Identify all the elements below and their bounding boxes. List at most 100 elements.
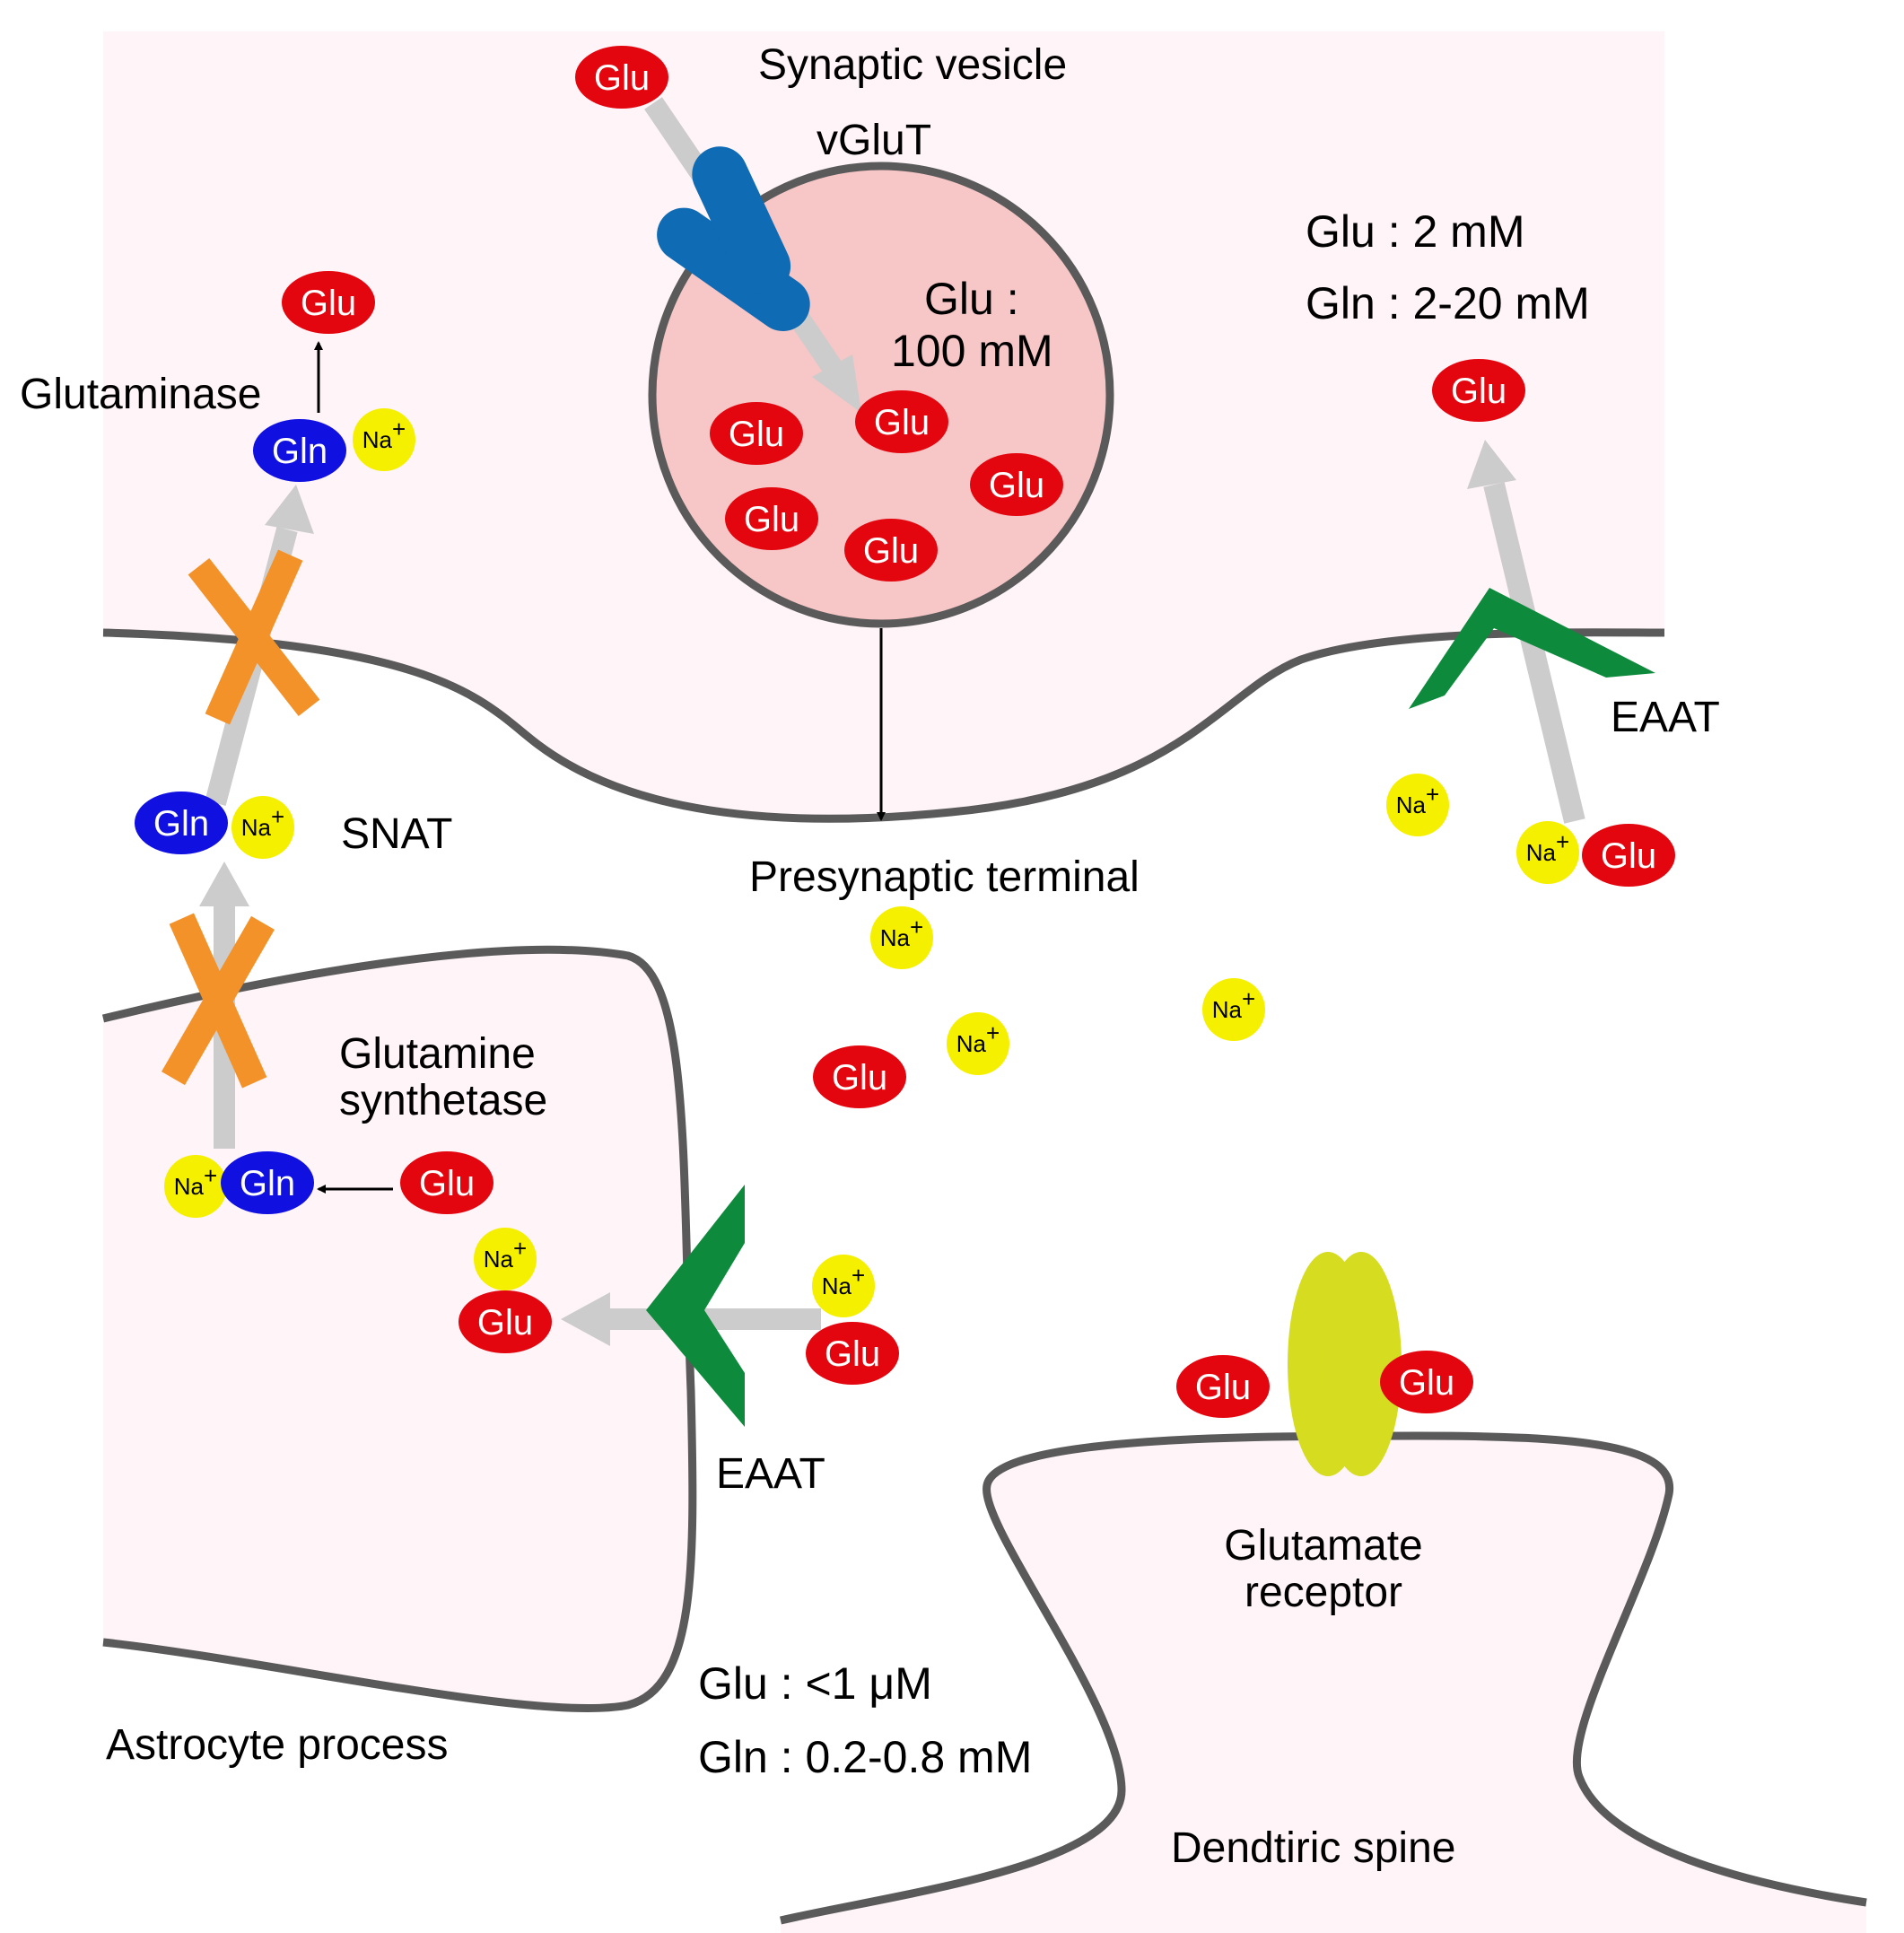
- glu-astrocyte-eaat-product-shape: [459, 1290, 552, 1353]
- glu-presynaptic-eaat-product: Glu: [1432, 359, 1525, 422]
- eaat-presynaptic-label: EAAT: [1611, 694, 1720, 741]
- presynaptic-glu-conc: Glu : 2 mM: [1306, 206, 1524, 257]
- glutamine-synthetase-label-line1: Glutamine: [339, 1030, 536, 1078]
- cleft-glu-conc: Glu : <1 μM: [698, 1658, 932, 1709]
- vglut-transporter: [657, 146, 810, 332]
- glu-receptor-left-label: Glu: [1195, 1368, 1251, 1407]
- astrocyte-process-region: [103, 949, 693, 1709]
- presynaptic-terminal-label: Presynaptic terminal: [749, 853, 1140, 901]
- na-cleft-2-shape: [870, 906, 933, 969]
- glu-vesicle-3-shape: [970, 453, 1063, 516]
- glu-cleft-shape: [813, 1045, 906, 1108]
- eaat-astrocyte-transporter: [646, 1185, 745, 1427]
- glu-vesicle-3: Glu: [970, 453, 1063, 516]
- glu-vesicle-2-shape: [710, 402, 803, 465]
- na-cleft-eaat-shape: [812, 1255, 875, 1317]
- glu-vesicle-2-label: Glu: [729, 415, 784, 454]
- na-cleft-4: Na+: [1202, 978, 1265, 1041]
- astrocyte-membrane: [101, 945, 697, 1713]
- glu-receptor-right-label: Glu: [1399, 1363, 1454, 1403]
- na-cleft-snat-shape: [231, 796, 294, 859]
- glu-vesicle-4: Glu: [725, 487, 818, 550]
- na-presynaptic-gln: Na+: [353, 408, 415, 471]
- eaat-astrocyte-label: EAAT: [716, 1450, 825, 1498]
- presynaptic-membrane: [102, 628, 1665, 823]
- na-cleft-4-shape: [1202, 978, 1265, 1041]
- na-astrocyte-gln-label: Na+: [174, 1162, 217, 1200]
- glu-cleft: Glu: [813, 1045, 906, 1108]
- glu-eaat-presynaptic: Glu: [1582, 824, 1675, 887]
- glu-vesicle-2: Glu: [710, 402, 803, 465]
- astrocyte-process-label: Astrocyte process: [106, 1721, 448, 1769]
- gln-cleft-snat-label: Gln: [153, 804, 209, 844]
- glu-astrocyte-substrate: Glu: [400, 1151, 493, 1214]
- synaptic-vesicle-label: Synaptic vesicle: [758, 41, 1067, 89]
- gln-astrocyte-label: Gln: [240, 1164, 295, 1203]
- na-cleft-2: Na+: [870, 906, 933, 969]
- dendritic-spine-region: [781, 1436, 1866, 1933]
- na-astrocyte-eaat-label: Na+: [484, 1235, 527, 1273]
- na-presynaptic-gln-shape: [353, 408, 415, 471]
- eaat-astrocyte-arrow-head: [561, 1292, 610, 1346]
- na-cleft-1-shape: [1386, 774, 1449, 836]
- glu-receptor-right-shape: [1380, 1351, 1473, 1413]
- glu-cleft-eaat-label: Glu: [825, 1334, 880, 1374]
- na-cleft-snat: Na+: [231, 796, 294, 859]
- glutamate-receptor-label-line2: receptor: [1245, 1569, 1402, 1616]
- vesicle-glu-conc-line1: Glu :: [924, 274, 1019, 324]
- glu-astrocyte-eaat-product: Glu: [459, 1290, 552, 1353]
- glu-glutaminase-product-shape: [282, 271, 375, 334]
- na-cleft-3-shape: [947, 1012, 1009, 1075]
- glu-outside-vglut-label: Glu: [594, 58, 650, 98]
- glu-receptor-left-shape: [1176, 1355, 1270, 1418]
- na-cleft-1: Na+: [1386, 774, 1449, 836]
- glu-vesicle-5-label: Glu: [863, 531, 919, 571]
- dendritic-spine-label: Dendtiric spine: [1171, 1824, 1455, 1872]
- glu-vesicle-5-shape: [844, 519, 938, 582]
- glu-vesicle-1-label: Glu: [874, 403, 930, 442]
- presynaptic-gln-conc: Gln : 2-20 mM: [1306, 278, 1590, 328]
- glutamate-receptor: [1288, 1252, 1402, 1476]
- glu-eaat-presynaptic-label: Glu: [1601, 836, 1656, 876]
- snat-presynaptic-arrow-head: [265, 485, 314, 534]
- glu-outside-vglut: Glu: [575, 46, 668, 109]
- gln-cleft-snat: Gln: [135, 792, 228, 854]
- glu-receptor-right: Glu: [1380, 1351, 1473, 1413]
- glu-vesicle-4-shape: [725, 487, 818, 550]
- gln-cleft-snat-shape: [135, 792, 228, 854]
- glu-vesicle-3-label: Glu: [989, 466, 1044, 505]
- snat-label: SNAT: [341, 810, 452, 858]
- glu-outside-vglut-shape: [575, 46, 668, 109]
- glu-glutaminase-product-label: Glu: [301, 284, 356, 323]
- na-cleft-snat-label: Na+: [241, 803, 284, 841]
- glu-cleft-eaat-shape: [806, 1322, 899, 1385]
- snat-astrocyte-transporter: [162, 913, 275, 1089]
- snat-presynaptic-transporter: [188, 549, 320, 725]
- na-cleft-2-label: Na+: [880, 914, 923, 951]
- na-astrocyte-eaat: Na+: [474, 1228, 537, 1290]
- glu-presynaptic-eaat-product-label: Glu: [1451, 372, 1507, 411]
- na-cleft-eaat-label: Na+: [822, 1262, 865, 1299]
- glu-astrocyte-substrate-label: Glu: [419, 1164, 475, 1203]
- eaat-presynaptic-transporter: [1409, 588, 1655, 709]
- glu-vesicle-5: Glu: [844, 519, 938, 582]
- eaat-presynaptic-arrow-head: [1467, 440, 1516, 489]
- glu-astrocyte-substrate-shape: [400, 1151, 493, 1214]
- glu-astrocyte-eaat-product-label: Glu: [477, 1303, 533, 1343]
- na-cleft-1-label: Na+: [1396, 781, 1439, 818]
- eaat-presynaptic-arrow-shaft: [1483, 482, 1585, 824]
- na-eaat-presynaptic-shape: [1516, 821, 1579, 884]
- glu-cleft-label: Glu: [832, 1058, 887, 1098]
- gln-astrocyte: Gln: [221, 1151, 314, 1214]
- glu-vesicle-1-shape: [855, 390, 948, 453]
- na-cleft-3-label: Na+: [956, 1019, 1000, 1057]
- glu-receptor-left: Glu: [1176, 1355, 1270, 1418]
- na-cleft-eaat: Na+: [812, 1255, 875, 1317]
- gln-presynaptic-label: Gln: [272, 432, 328, 471]
- na-astrocyte-gln-shape: [164, 1155, 227, 1218]
- glu-glutaminase-product: Glu: [282, 271, 375, 334]
- na-cleft-4-label: Na+: [1212, 985, 1255, 1023]
